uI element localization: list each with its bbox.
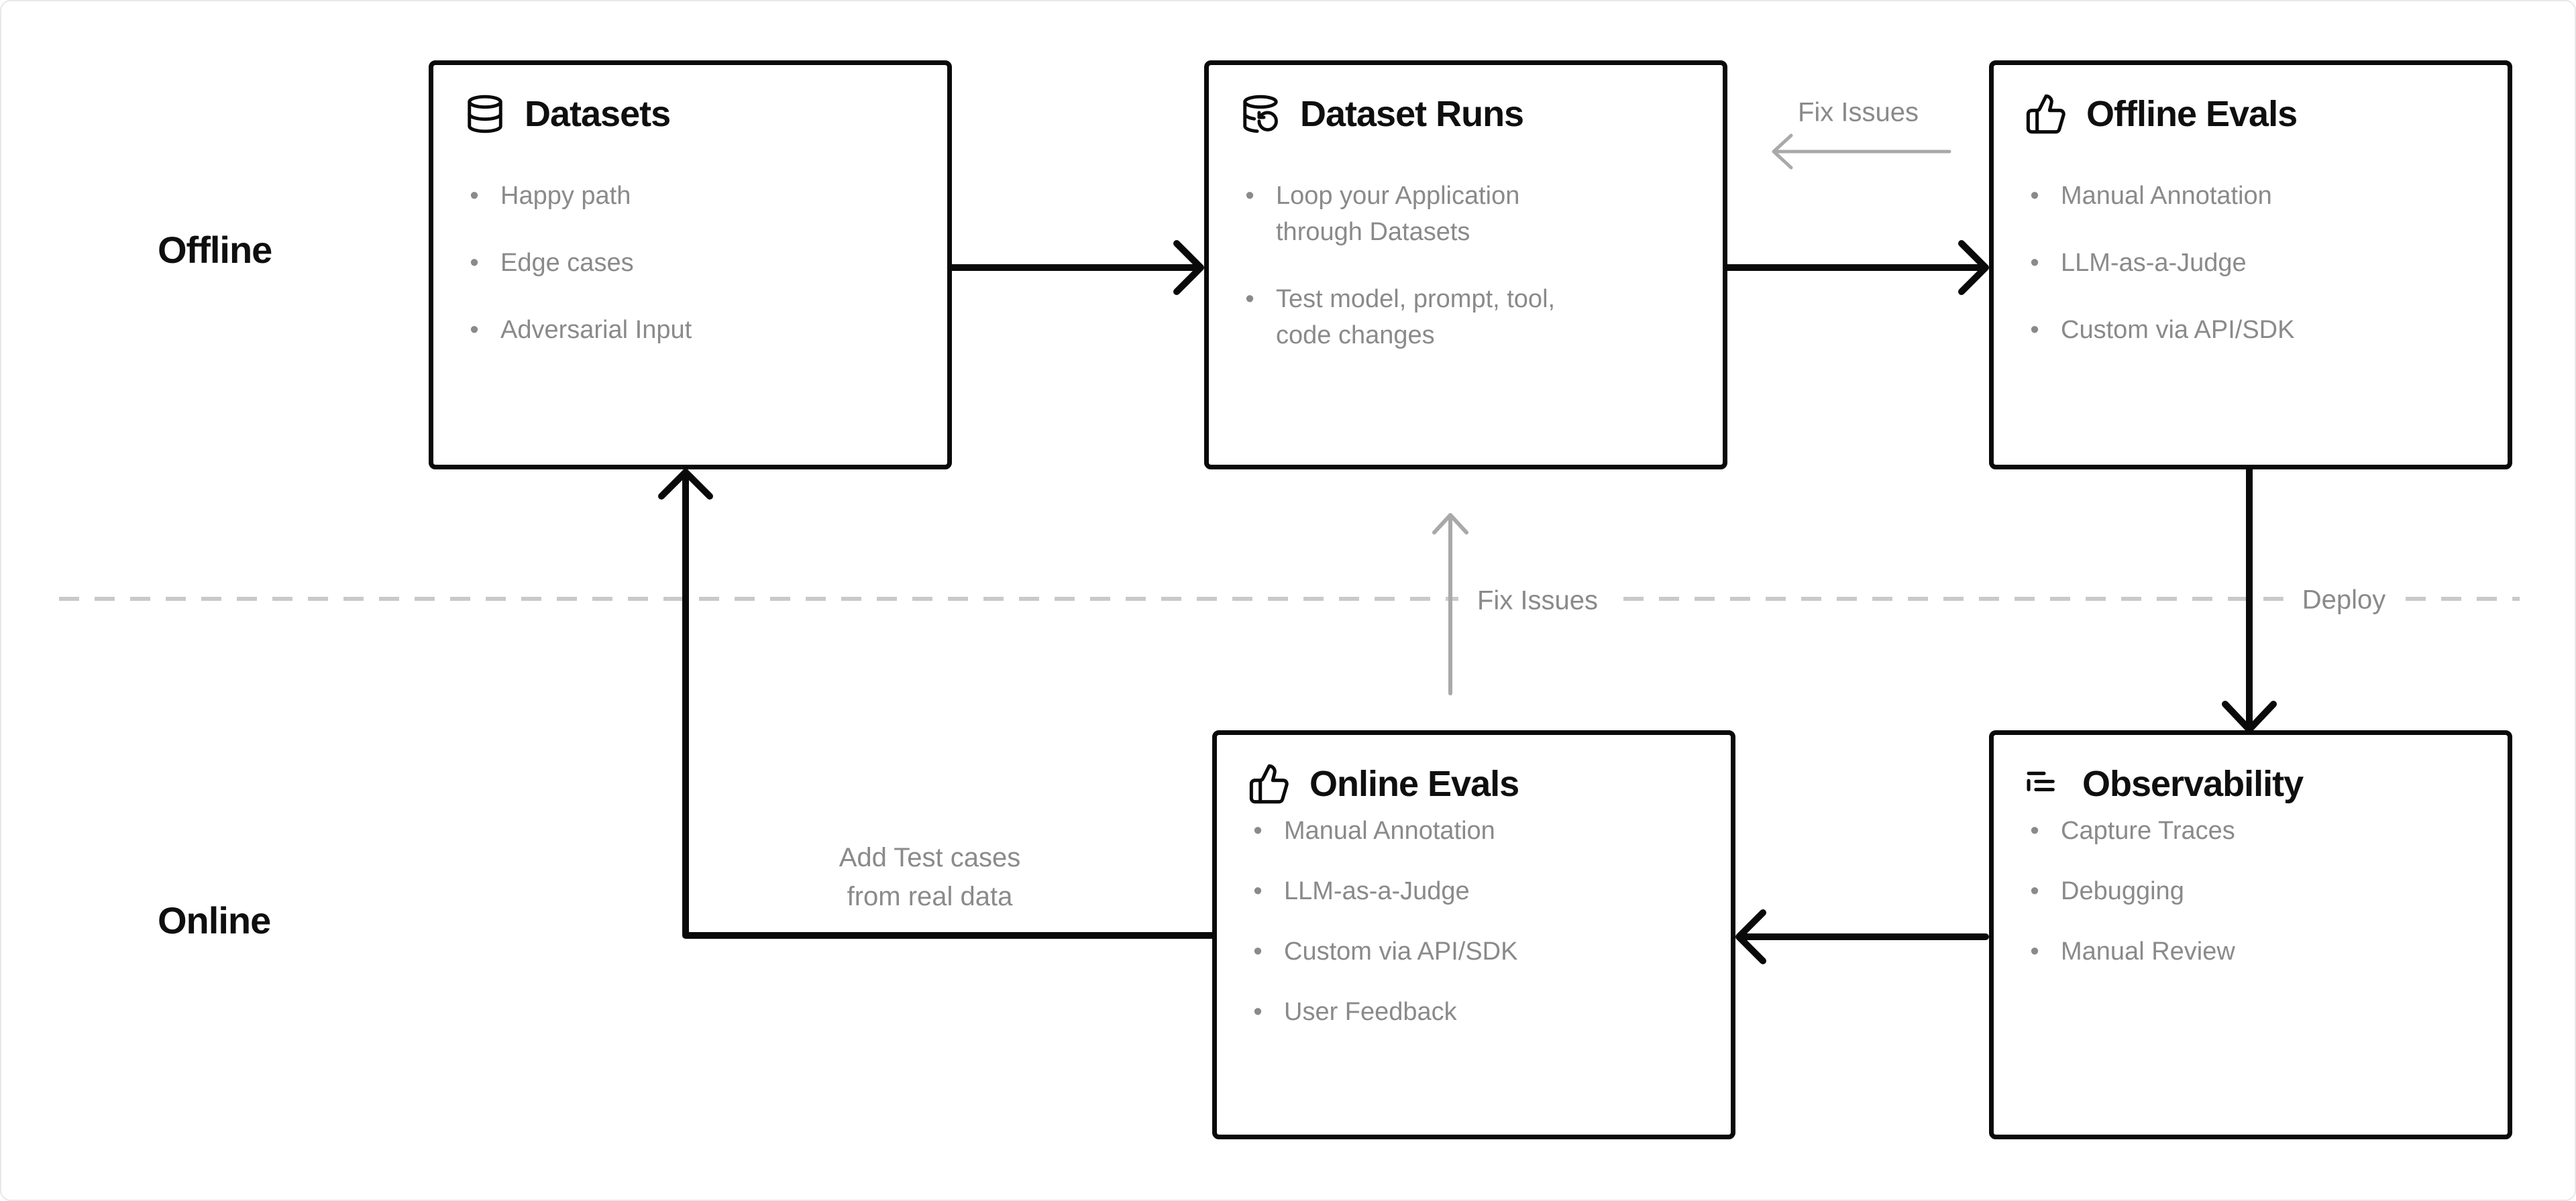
online-evals-box: Online Evals •Manual Annotation •LLM-as-… xyxy=(1212,730,1735,1139)
fix-issues-top-arrow xyxy=(1772,133,1951,170)
bullet-dot: • xyxy=(1253,877,1263,905)
thumbs-up-icon xyxy=(2026,94,2065,134)
bullet-item: •Test model, prompt, tool, code changes xyxy=(1240,281,1692,353)
bullet-item: •User Feedback xyxy=(1248,994,1700,1030)
offline-section-label: Offline xyxy=(158,229,272,271)
bullet-item: •LLM-as-a-Judge xyxy=(1248,873,1700,909)
datasets-to-dataset-runs-arrow xyxy=(945,240,1204,295)
datasets-box: Datasets •Happy path •Edge cases •Advers… xyxy=(429,60,952,469)
bullet-item: •Capture Traces xyxy=(2025,813,2477,849)
bullet-dot: • xyxy=(2030,877,2039,905)
bullet-list: •Capture Traces •Debugging •Manual Revie… xyxy=(2025,813,2477,970)
bullet-dot: • xyxy=(470,182,479,210)
add-test-cases-label: Add Test cases from real data xyxy=(839,843,1021,911)
online-section-label: Online xyxy=(158,899,271,941)
bullet-dot: • xyxy=(1245,285,1254,313)
bullet-list: •Manual Annotation •LLM-as-a-Judge •Cust… xyxy=(1248,813,1700,1030)
bullet-item: •Manual Annotation xyxy=(2025,178,2477,214)
dataset-runs-to-offline-evals-arrow xyxy=(1721,240,1989,295)
bullet-item: •LLM-as-a-Judge xyxy=(2025,245,2477,281)
box-header: Observability xyxy=(2025,762,2477,806)
fix-issues-middle-label: Fix Issues xyxy=(1458,581,1617,620)
box-header: Dataset Runs xyxy=(1240,92,1692,136)
bullet-item: •Happy path xyxy=(464,178,916,214)
fix-issues-top-label: Fix Issues xyxy=(1797,97,1919,127)
deploy-label: Deploy xyxy=(2283,581,2405,620)
thumbs-up-icon xyxy=(1249,764,1289,804)
box-header: Offline Evals xyxy=(2025,92,2477,136)
bullet-item: •Edge cases xyxy=(464,245,916,281)
bullet-item: •Adversarial Input xyxy=(464,312,916,348)
box-header: Datasets xyxy=(464,92,916,136)
bullet-item: •Custom via API/SDK xyxy=(2025,312,2477,348)
observability-box: Observability •Capture Traces •Debugging… xyxy=(1989,730,2512,1139)
bullet-dot: • xyxy=(470,316,479,344)
box-title: Online Evals xyxy=(1309,764,1519,804)
bullet-dot: • xyxy=(2030,817,2039,845)
bullet-item: •Loop your Application through Datasets xyxy=(1240,178,1692,250)
bullet-dot: • xyxy=(470,249,479,277)
box-header: Online Evals xyxy=(1248,762,1700,806)
bullet-dot: • xyxy=(1253,937,1263,966)
observability-to-online-evals-arrow xyxy=(1735,909,1989,964)
bullet-dot: • xyxy=(2030,316,2039,344)
bullet-dot: • xyxy=(1245,182,1254,210)
deploy-arrow xyxy=(2222,463,2277,733)
bullet-dot: • xyxy=(1253,817,1263,845)
bullet-list: •Manual Annotation •LLM-as-a-Judge •Cust… xyxy=(2025,178,2477,348)
bullet-dot: • xyxy=(2030,182,2039,210)
bullet-dot: • xyxy=(2030,249,2039,277)
bullet-item: •Debugging xyxy=(2025,873,2477,909)
bullet-dot: • xyxy=(2030,937,2039,966)
database-icon xyxy=(468,95,502,133)
bullet-item: •Manual Review xyxy=(2025,933,2477,970)
offline-evals-box: Offline Evals •Manual Annotation •LLM-as… xyxy=(1989,60,2512,469)
list-tree-icon xyxy=(2027,771,2055,791)
bullet-item: •Custom via API/SDK xyxy=(1248,933,1700,970)
box-title: Observability xyxy=(2082,764,2304,804)
database-refresh-icon xyxy=(1243,95,1278,133)
box-title: Dataset Runs xyxy=(1300,94,1524,134)
bullet-dot: • xyxy=(1253,998,1263,1026)
dataset-runs-box: Dataset Runs •Loop your Application thro… xyxy=(1204,60,1727,469)
bullet-list: •Loop your Application through Datasets … xyxy=(1240,178,1692,353)
bullet-list: •Happy path •Edge cases •Adversarial Inp… xyxy=(464,178,916,348)
box-title: Datasets xyxy=(525,94,671,134)
box-title: Offline Evals xyxy=(2086,94,2298,134)
bullet-item: •Manual Annotation xyxy=(1248,813,1700,849)
